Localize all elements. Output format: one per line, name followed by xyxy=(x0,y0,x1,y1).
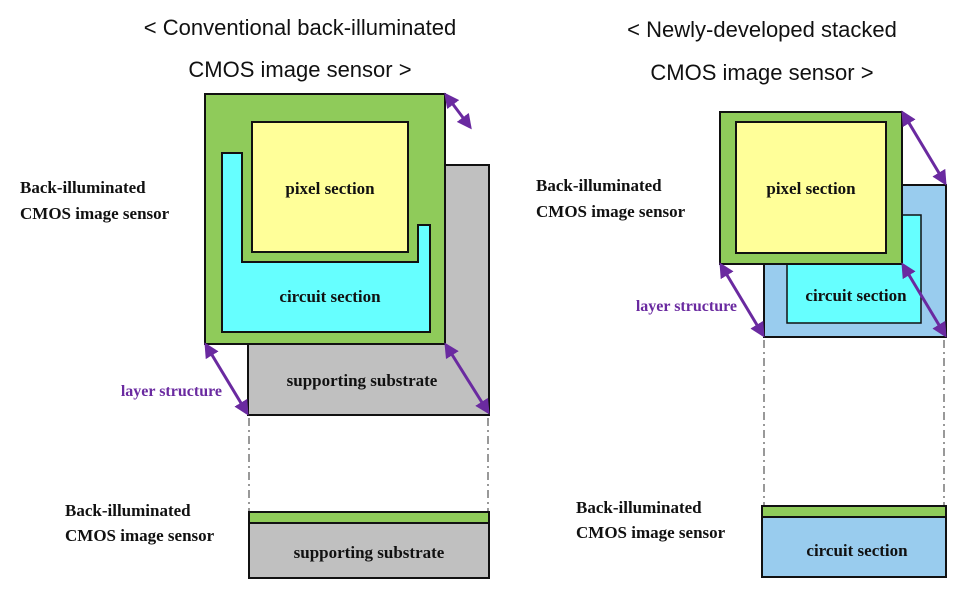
left-bottom-sensor-layer xyxy=(248,511,490,524)
left-bottom-substrate-label: supporting substrate xyxy=(294,543,445,562)
right-layer-structure-label: layer structure xyxy=(636,298,737,315)
right-sensor-label-line2: CMOS image sensor xyxy=(536,202,686,221)
left-circuit-section-block xyxy=(221,152,431,333)
left-pixel-section-label: pixel section xyxy=(285,179,375,198)
right-title-line2: CMOS image sensor > xyxy=(650,60,873,85)
right-right-thickness-arrow xyxy=(901,262,947,338)
left-layer-structure-label: layer structure xyxy=(121,383,222,400)
right-bottom-label-line2: CMOS image sensor xyxy=(576,523,726,542)
left-bottom-label-line2: CMOS image sensor xyxy=(65,526,215,545)
left-title-line2: CMOS image sensor > xyxy=(188,57,411,82)
left-circuit-section-label: circuit section xyxy=(279,287,381,306)
stacked-sensor-panel: < Newly-developed stacked CMOS image sen… xyxy=(536,17,947,578)
left-bottom-label-line1: Back-illuminated xyxy=(65,501,191,520)
right-circuit-section-label: circuit section xyxy=(805,286,907,305)
right-bottom-circuit-label: circuit section xyxy=(806,541,908,560)
left-title-line1: < Conventional back-illuminated xyxy=(144,15,456,40)
right-pixel-section-block xyxy=(735,121,887,254)
right-bottom-circuit-layer xyxy=(761,516,947,578)
right-sensor-label-line1: Back-illuminated xyxy=(536,176,662,195)
left-bottom-substrate xyxy=(248,522,490,579)
conventional-sensor-panel: < Conventional back-illuminated CMOS ima… xyxy=(20,15,490,579)
left-pixel-section-block xyxy=(251,121,409,253)
left-right-thickness-arrow xyxy=(444,342,490,415)
right-pixel-section-label: pixel section xyxy=(766,179,856,198)
left-sensor-label-line2: CMOS image sensor xyxy=(20,204,170,223)
left-sensor-label-line1: Back-illuminated xyxy=(20,178,146,197)
right-title-line1: < Newly-developed stacked xyxy=(627,17,897,42)
left-top-thickness-arrow xyxy=(444,92,472,130)
left-layer-structure-arrow xyxy=(204,342,249,416)
right-layer-structure-arrow xyxy=(719,262,765,338)
right-bottom-sensor-layer xyxy=(761,505,947,518)
right-bottom-label-line1: Back-illuminated xyxy=(576,498,702,517)
right-top-thickness-arrow xyxy=(901,110,947,186)
left-supporting-substrate-label: supporting substrate xyxy=(287,371,438,390)
